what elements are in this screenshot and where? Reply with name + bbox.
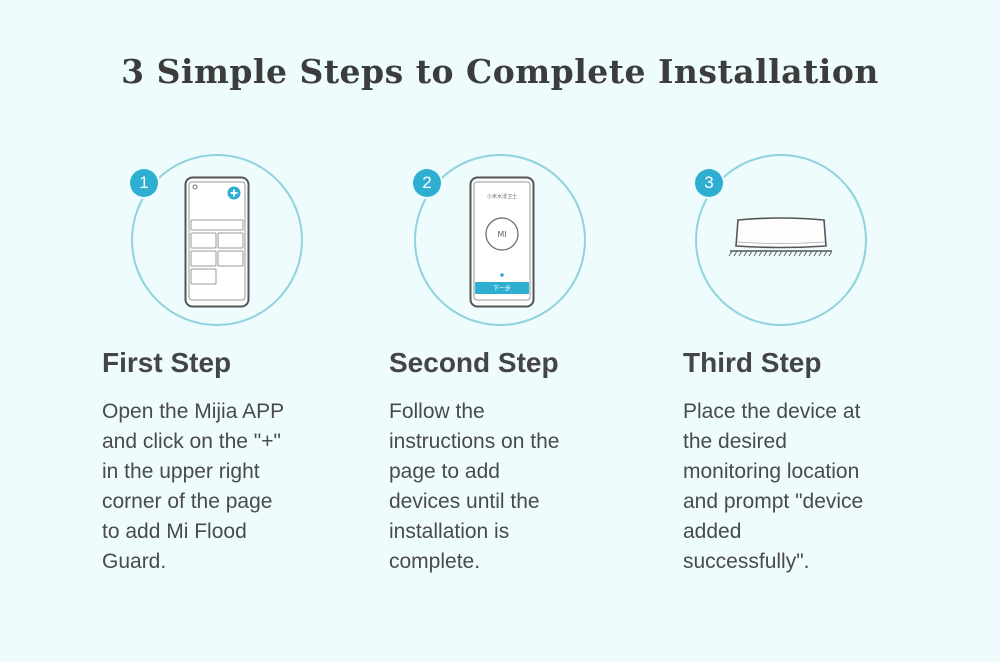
step-3-line: the desired bbox=[683, 430, 787, 453]
flood-sensor-device-icon bbox=[728, 217, 833, 257]
step-2-line: devices until the bbox=[389, 490, 540, 513]
step-2-line: instructions on the bbox=[389, 430, 560, 453]
step-3-number-badge: 3 bbox=[695, 169, 723, 197]
mi-logo-text: MI bbox=[497, 230, 506, 239]
step-1-heading: First Step bbox=[102, 347, 232, 378]
step-3-description: Place the device at the desired monitori… bbox=[683, 397, 863, 577]
step-3-circle bbox=[695, 154, 867, 326]
step-2-line: complete. bbox=[389, 550, 481, 573]
step-2-circle bbox=[414, 154, 586, 326]
step-3-line: added bbox=[683, 520, 742, 543]
phone-header-text: 小米水浸卫士 bbox=[487, 193, 517, 200]
page-title: 3 Simple Steps to Complete Installation bbox=[121, 52, 879, 91]
step-1-line: and click on the "+" bbox=[102, 430, 281, 453]
step-3-heading: Third Step bbox=[683, 347, 822, 378]
phone-app-home-icon bbox=[184, 176, 250, 308]
step-2-line: installation is bbox=[389, 520, 510, 543]
step-3-line: successfully". bbox=[683, 550, 810, 573]
step-1-line: Open the Mijia APP bbox=[102, 400, 285, 423]
step-2-number-badge: 2 bbox=[413, 169, 441, 197]
step-3-line: monitoring location bbox=[683, 460, 860, 483]
step-1-line: to add Mi Flood bbox=[102, 520, 247, 543]
phone-setup-icon: 小米水浸卫士 MI 下一步 bbox=[469, 176, 535, 308]
step-1-number-badge: 1 bbox=[130, 169, 158, 197]
step-1-line: Guard. bbox=[102, 550, 167, 573]
step-2-line: Follow the bbox=[389, 400, 485, 423]
step-1-description: Open the Mijia APP and click on the "+" … bbox=[102, 397, 284, 577]
step-2-description: Follow the instructions on the page to a… bbox=[389, 397, 559, 577]
step-1-circle bbox=[131, 154, 303, 326]
step-1-line: in the upper right bbox=[102, 460, 260, 483]
next-step-button-text: 下一步 bbox=[493, 285, 511, 293]
step-2-heading: Second Step bbox=[389, 347, 559, 378]
step-2-line: page to add bbox=[389, 460, 500, 483]
step-1-line: corner of the page bbox=[102, 490, 273, 513]
step-3-line: and prompt "device bbox=[683, 490, 864, 513]
step-3-line: Place the device at bbox=[683, 400, 861, 423]
